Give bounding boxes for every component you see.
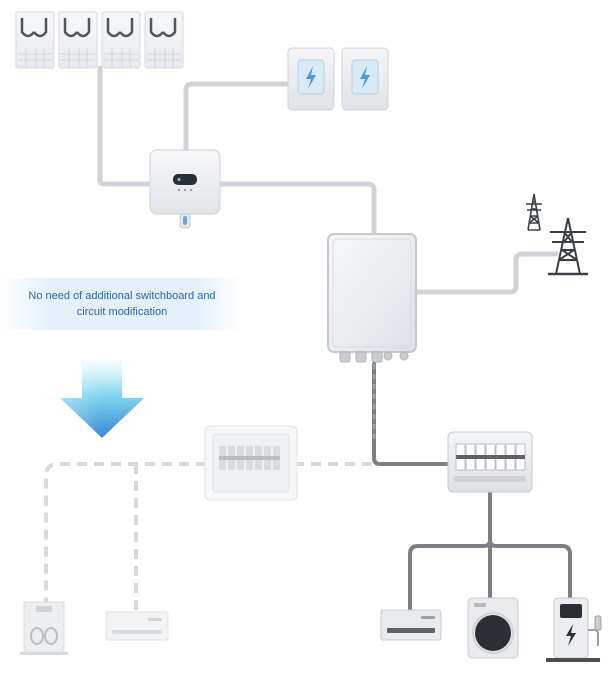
- air-conditioner-icon: [105, 611, 169, 641]
- distribution-board-existing-icon: [204, 425, 298, 501]
- wire-to-charger: [488, 538, 572, 600]
- distribution-board-new-icon: [447, 431, 533, 493]
- inverter-icon: [149, 149, 221, 229]
- air-conditioner-icon: [380, 609, 442, 641]
- transmission-tower-icon: [548, 217, 588, 276]
- battery-icon: [341, 47, 389, 111]
- wire-old-board-to-dishwasher: [44, 462, 206, 606]
- transmission-tower-group: [526, 193, 588, 276]
- ev-charger-icon: [546, 597, 602, 662]
- wire-meter-to-grid: [413, 251, 559, 295]
- dishwasher-icon: [20, 601, 68, 655]
- wire-panels-to-inverter: [97, 65, 155, 187]
- solar-panel-icon: [101, 11, 141, 69]
- battery-group: [287, 47, 389, 111]
- smart-meter-box-icon: [327, 233, 417, 363]
- wire-inverter-to-meter: [217, 181, 377, 239]
- solar-panel-icon: [15, 11, 55, 69]
- solar-panel-array: [15, 11, 184, 69]
- washing-machine-icon: [467, 597, 519, 659]
- solar-panel-icon: [144, 11, 184, 69]
- wire-battery-to-inverter: [183, 81, 293, 155]
- battery-icon: [287, 47, 335, 111]
- note-text: No need of additional switchboard and ci…: [28, 290, 216, 318]
- solar-panel-icon: [58, 11, 98, 69]
- down-arrow-icon: [60, 360, 144, 438]
- transmission-tower-icon: [526, 193, 542, 231]
- wire-meter-to-new-board: [372, 362, 452, 466]
- note-callout: No need of additional switchboard and ci…: [0, 278, 244, 330]
